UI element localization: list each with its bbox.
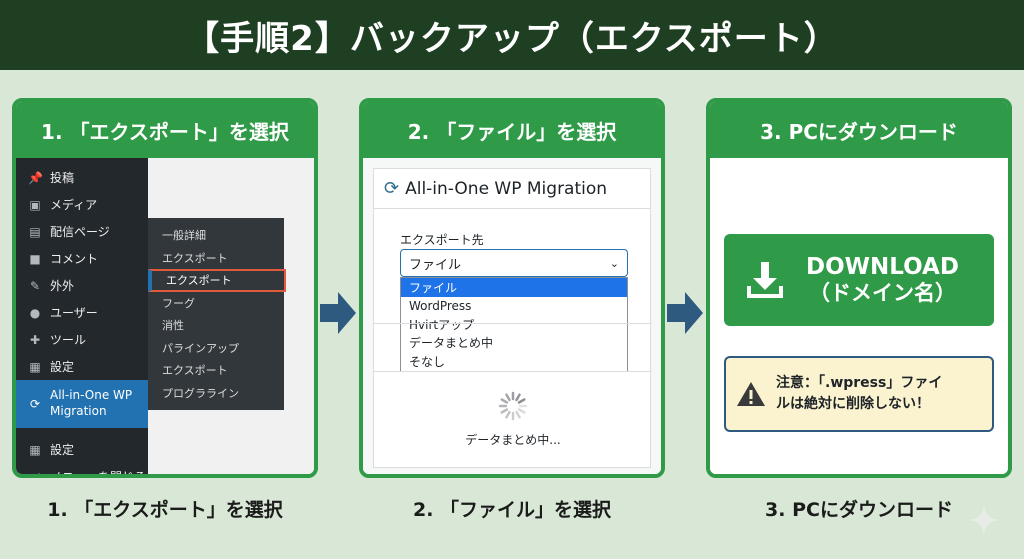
submenu-item-export-selected[interactable]: エクスポート [148, 269, 286, 292]
submenu-item[interactable]: エクスポート [162, 251, 228, 265]
step-3-caption: 3. PCにダウンロード [765, 499, 953, 521]
chevron-down-icon: ⌄ [609, 256, 619, 270]
settings-icon: ▦ [29, 442, 41, 457]
submenu-flyout: 一般詳細エクスポートエクスポートフーグ消性パラインアップエクスポートプログラライ… [148, 218, 286, 410]
spinner-spoke [505, 410, 511, 419]
settings-icon: ▦ [29, 359, 41, 374]
dropdown-option[interactable]: ファイル [401, 278, 627, 297]
sidebar-item-label: 投稿 [50, 171, 75, 185]
migration-icon: ⟳ [29, 397, 41, 411]
sidebar-item[interactable]: ✎ 外外 [16, 272, 148, 299]
warning-icon [737, 382, 765, 406]
step-2-caption: 2. 「ファイル」を選択 [412, 499, 612, 521]
spinner-spoke [517, 408, 526, 414]
sidebar-item[interactable]: ◀ メニューを閉じる [16, 463, 148, 478]
sidebar-item[interactable]: ▦ 設定 [16, 436, 148, 463]
title-bar: 【手順2】バックアップ（エクスポート） [0, 0, 1024, 70]
next-arrow-icon [320, 292, 356, 334]
sidebar-item[interactable]: ▦ 設定 [16, 353, 148, 380]
step-3-header: 3. PCにダウンロード [710, 102, 1008, 158]
dropdown-option[interactable]: Hvirtアップ [409, 317, 475, 332]
submenu-item[interactable]: エクスポート [162, 364, 228, 378]
submenu-item[interactable]: 消性 [162, 319, 184, 333]
dropdown-option[interactable]: データまとめ中 [409, 336, 494, 351]
collapse-icon: ◀ [30, 469, 40, 478]
media-icon: ▣ [29, 197, 41, 212]
domain-label: （ドメイン名） [808, 281, 956, 306]
plugin-header: ⟳ All-in-One WP Migration [374, 169, 650, 209]
step-2-panel: 2. 「ファイル」を選択 ⟳ All-in-One WP Migration エ… [359, 98, 665, 478]
migration-logo-icon: ⟳ [384, 178, 400, 199]
warning-text: ルは絶対に削除しない！ [776, 396, 930, 412]
select-value: ファイル [409, 257, 462, 273]
export-label: エクスポート先 [400, 233, 484, 247]
wp-sidebar: 📌 投稿 ▣ メディア ▤ 配信ページ ■ コメント ✎ 外外 ● ユーザー ✚ ツール ▦ 設定 ⟳ All… [16, 158, 148, 474]
spinner-spoke [515, 410, 521, 419]
sidebar-item-label: Migration [50, 404, 107, 418]
sidebar-item-label: ユーザー [50, 306, 98, 320]
sidebar-item[interactable]: ● ユーザー [16, 299, 148, 326]
submenu-item[interactable]: フーグ [162, 296, 195, 310]
plugin-title: All-in-One WP Migration [405, 178, 608, 199]
spinner-spoke [517, 398, 526, 404]
plugin-card: ⟳ All-in-One WP Migration エクスポート先 ファイル ⌄… [373, 168, 652, 468]
sidebar-item-migration[interactable]: ⟳ All-in-One WP Migration [16, 380, 148, 428]
dropdown-option[interactable]: WordPress [409, 298, 472, 313]
sidebar-item-label: メニューを閉じる [50, 470, 147, 478]
step-1-caption: 1. 「エクスポート」を選択 [47, 499, 283, 521]
spinner-spoke [505, 393, 511, 402]
sidebar-item-label: メディア [50, 198, 98, 212]
submenu-item[interactable]: プログラライン [162, 386, 239, 400]
progress-text: データまとめ中... [465, 433, 561, 447]
dropdown-option[interactable]: そなし [409, 354, 446, 369]
export-select[interactable]: ファイル ⌄ [400, 249, 628, 277]
sidebar-item-label: 外外 [50, 279, 75, 293]
spinner-spoke [500, 398, 509, 404]
sidebar-item[interactable]: ■ コメント [16, 245, 148, 272]
step-2-header: 2. 「ファイル」を選択 [363, 102, 661, 158]
step-1-header: 1. 「エクスポート」を選択 [16, 102, 314, 158]
sidebar-item-label: ツール [50, 333, 87, 347]
sidebar-item[interactable]: 📌 投稿 [16, 164, 148, 191]
next-arrow-icon [667, 292, 703, 334]
wp-admin-screen: 📌 投稿 ▣ メディア ▤ 配信ページ ■ コメント ✎ 外外 ● ユーザー ✚ ツール ▦ 設定 ⟳ All… [16, 158, 314, 474]
sidebar-item-label: All-in-One WP [50, 388, 133, 403]
sidebar-item-label: コメント [50, 252, 99, 266]
submenu-item[interactable]: 一般詳細 [162, 229, 206, 243]
step-3-panel: 3. PCにダウンロード DOWNLOAD （ドメイン名） 注意：「.wpres… [706, 98, 1012, 478]
appearance-icon: ✎ [29, 278, 41, 293]
loading-spinner-icon [498, 391, 528, 421]
spinner-spoke [515, 393, 521, 402]
pin-icon: 📌 [28, 170, 43, 185]
comment-icon: ■ [29, 251, 41, 266]
sidebar-item[interactable]: ▤ 配信ページ [16, 218, 148, 245]
download-button[interactable]: DOWNLOAD （ドメイン名） [724, 234, 994, 326]
sidebar-item-label: 配信ページ [50, 225, 110, 239]
page-icon: ▤ [29, 224, 41, 239]
divider [374, 371, 652, 372]
warning-text: 注意：「.wpress」ファイ [776, 375, 943, 391]
user-icon: ● [29, 305, 41, 320]
download-icon [747, 262, 783, 298]
divider [374, 323, 652, 324]
spinner-spoke [500, 408, 509, 414]
sidebar-item-label: 設定 [50, 360, 75, 374]
download-screen: DOWNLOAD （ドメイン名） 注意：「.wpress」ファイ ルは絶対に削除… [710, 158, 1008, 474]
download-label: DOWNLOAD [806, 253, 959, 280]
step-1-panel: 1. 「エクスポート」を選択 📌 投稿 ▣ メディア ▤ 配信ページ ■ コメント ✎ 外外 ● ユー… [12, 98, 318, 478]
submenu-item[interactable]: パラインアップ [162, 341, 239, 355]
sidebar-item[interactable]: ▣ メディア [16, 191, 148, 218]
sidebar-item-label: 設定 [50, 443, 75, 457]
tool-icon: ✚ [29, 332, 41, 347]
sparkle-icon [968, 504, 1000, 536]
warning-box: 注意：「.wpress」ファイ ルは絶対に削除しない！ [724, 356, 994, 432]
plugin-screen: ⟳ All-in-One WP Migration エクスポート先 ファイル ⌄… [363, 158, 661, 474]
page-title: 【手順2】バックアップ（エクスポート） [185, 18, 839, 59]
sidebar-item[interactable]: ✚ ツール [16, 326, 148, 353]
